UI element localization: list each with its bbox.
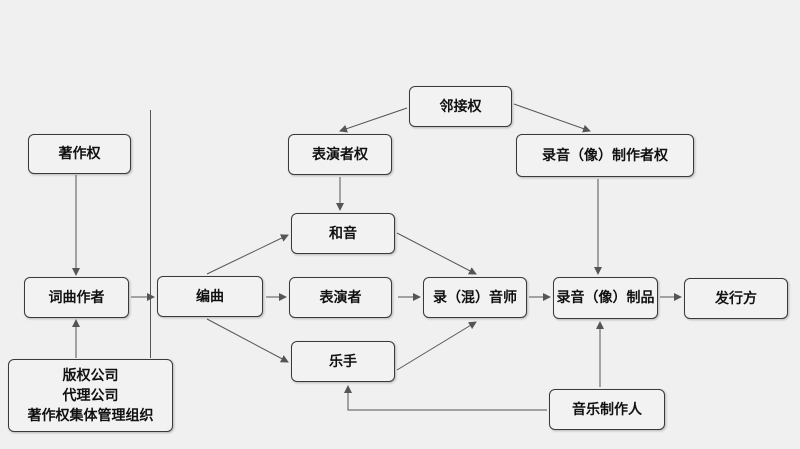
arrow-neighboring-to-performer-rights: [339, 107, 408, 133]
node-recording-producer-rights: 录音（像）制作者权: [516, 134, 694, 177]
node-performer-rights: 表演者权: [288, 134, 392, 175]
arrow-neighboring-to-producer-rights: [513, 103, 591, 133]
node-performer: 表演者: [289, 277, 392, 318]
node-recording-mixing-engineer: 录（混）音师: [423, 277, 527, 318]
arrow-arrangement-to-harmony: [206, 234, 289, 275]
node-copyright: 著作权: [28, 134, 131, 174]
node-harmony: 和音: [291, 213, 395, 254]
rights-org-line-2: 代理公司: [62, 387, 119, 404]
node-publisher: 发行方: [684, 278, 788, 319]
node-arrangement: 编曲: [157, 276, 263, 317]
arrow-harmony-to-engineer: [396, 232, 477, 275]
node-recording-product: 录音（像）制品: [553, 277, 658, 319]
arrow-musicians-to-engineer: [396, 321, 477, 371]
node-musicians: 乐手: [291, 341, 395, 382]
arrow-music-producer-to-musicians: [344, 385, 547, 411]
node-neighboring-rights: 邻接权: [409, 86, 512, 127]
node-music-producer: 音乐制作人: [549, 389, 665, 430]
rights-org-line-1: 版权公司: [62, 367, 119, 384]
divider-line: [150, 110, 151, 358]
rights-org-line-3: 著作权集体管理组织: [27, 407, 154, 424]
node-rights-orgs: 版权公司 代理公司 著作权集体管理组织: [8, 359, 173, 432]
arrow-arrangement-to-musicians: [206, 318, 289, 363]
node-lyricist-composer: 词曲作者: [24, 277, 129, 318]
